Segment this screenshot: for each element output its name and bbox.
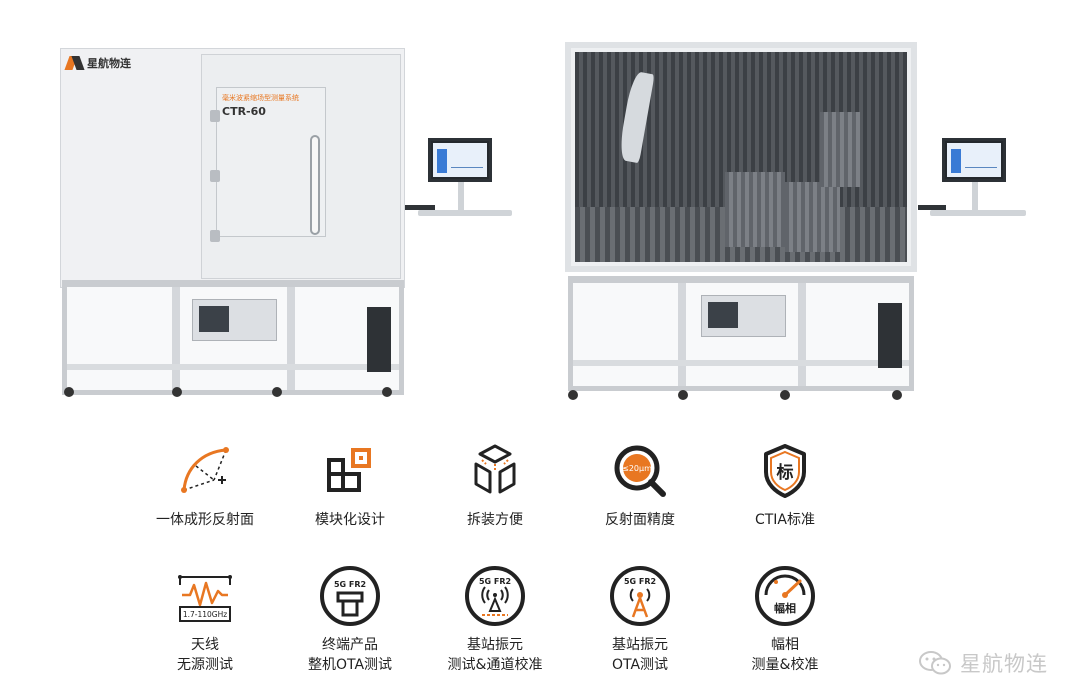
feature-label-line1: 天线 (191, 637, 219, 653)
feature-item: 5G FR2 基站振元 OTA测试 (570, 565, 710, 675)
monitor-arm (405, 205, 435, 210)
caster-wheel (892, 390, 902, 400)
wechat-watermark: 星航物连 (918, 648, 1048, 678)
keyboard-tray (930, 210, 1026, 216)
reflector-surface (617, 70, 655, 164)
frame-post (287, 287, 295, 390)
door-panel (216, 87, 326, 237)
brand-logo-icon (67, 56, 83, 70)
model-name: CTR-60 (222, 105, 266, 118)
base-station-tower-icon: 5G FR2 (610, 566, 670, 626)
caster-wheel (382, 387, 392, 397)
feature-label-line1: 幅相 (771, 637, 799, 653)
feature-label-line1: 终端产品 (322, 637, 378, 653)
feature-label: 幅相 测量&校准 (715, 635, 855, 675)
door-handle (310, 135, 320, 235)
wechat-icon (919, 651, 951, 675)
feature-item: ≤20μm 反射面精度 (570, 440, 710, 530)
feature-label: 基站振元 OTA测试 (570, 635, 710, 675)
feature-item: 标 CTIA标准 (715, 440, 855, 530)
standard-shield-icon: 标 (764, 444, 806, 498)
monitor (942, 138, 1006, 182)
feature-label: 基站振元 测试&通道校准 (425, 635, 565, 675)
feature-label-line2: 测试&通道校准 (447, 657, 543, 673)
signal-analyzer (192, 299, 277, 341)
door-hinge (210, 230, 220, 242)
precision-magnifier-icon: ≤20μm (614, 445, 666, 497)
feature-item: 幅相 幅相 测量&校准 (715, 565, 855, 675)
caster-wheel (780, 390, 790, 400)
feature-item: 拆装方便 (425, 440, 565, 530)
frame-post (798, 283, 806, 386)
anechoic-interior (575, 52, 907, 262)
gauge-badge: 幅相 (774, 601, 796, 615)
feature-label-line2: 整机OTA测试 (307, 657, 393, 673)
pc-tower (367, 307, 391, 372)
amplitude-phase-gauge-icon: 幅相 (755, 566, 815, 626)
absorber-block (725, 172, 785, 247)
modular-blocks-icon (327, 448, 371, 492)
frame-shelf (573, 360, 909, 366)
caster-wheel (568, 390, 578, 400)
caster-wheel (678, 390, 688, 400)
frame-shelf (67, 364, 399, 370)
feature-label: 模块化设计 (315, 512, 385, 528)
door-subtitle: 毫米波紧缩场型测量系统 (222, 94, 299, 102)
signal-analyzer (701, 295, 786, 337)
fr2-badge: 5G FR2 (624, 577, 656, 586)
monitor-stand (972, 182, 978, 212)
brand-logo-text: 星航物连 (87, 57, 131, 70)
feature-label: 一体成形反射面 (156, 512, 254, 528)
monitor (428, 138, 492, 182)
antenna-element-icon: 5G FR2 (465, 566, 525, 626)
reflector-curve-icon (181, 447, 229, 493)
frame-post (172, 287, 180, 390)
feature-label-line2: OTA测试 (611, 657, 669, 673)
feature-item: 1.7-110GHz 天线 无源测试 (135, 565, 275, 675)
feature-label: 天线 无源测试 (135, 635, 275, 675)
chamber-door: 毫米波紧缩场型测量系统 CTR-60 (201, 54, 401, 279)
door-hinge (210, 110, 220, 122)
feature-label-line2: 无源测试 (177, 657, 233, 673)
keyboard-tray (418, 210, 512, 216)
feature-label: 反射面精度 (605, 512, 675, 528)
monitor-arm (918, 205, 946, 210)
feature-label-line1: 基站振元 (467, 637, 523, 653)
positioner (820, 112, 860, 187)
feature-item: 模块化设计 (280, 440, 420, 530)
feature-label: CTIA标准 (754, 512, 816, 528)
caster-wheel (172, 387, 182, 397)
feature-item: 5G FR2 基站振元 测试&通道校准 (425, 565, 565, 675)
fr2-badge: 5G FR2 (479, 577, 511, 586)
closed-chamber: 星航物连 毫米波紧缩场型测量系统 CTR-60 (60, 48, 405, 288)
brand-logo: 星航物连 (67, 55, 131, 71)
frequency-badge: 1.7-110GHz (183, 610, 227, 619)
pc-tower (878, 303, 902, 368)
product-illustrations: 星航物连 毫米波紧缩场型测量系统 CTR-60 (0, 30, 1080, 410)
frame-post (678, 283, 686, 386)
feature-label-line2: 测量&校准 (751, 657, 819, 673)
caster-wheel (64, 387, 74, 397)
feature-label-line1: 基站振元 (612, 637, 668, 653)
door-hinge (210, 170, 220, 182)
open-chamber-frame (568, 276, 914, 391)
watermark-text: 星航物连 (960, 652, 1048, 676)
frequency-wave-icon: 1.7-110GHz (178, 575, 232, 622)
open-chamber (565, 42, 917, 272)
precision-badge: ≤20μm (622, 464, 652, 473)
absorber-block (785, 182, 840, 252)
caster-wheel (272, 387, 282, 397)
terminal-device-icon: 5G FR2 (320, 566, 380, 626)
feature-item: 5G FR2 终端产品 整机OTA测试 (280, 565, 420, 675)
standard-badge: 标 (777, 462, 794, 483)
disassembly-cube-icon (474, 444, 516, 494)
closed-chamber-frame (62, 280, 404, 395)
fr2-badge: 5G FR2 (334, 580, 366, 589)
monitor-stand (458, 182, 464, 212)
feature-label: 终端产品 整机OTA测试 (280, 635, 420, 675)
feature-item: 一体成形反射面 (135, 440, 275, 530)
feature-label: 拆装方便 (467, 512, 523, 528)
